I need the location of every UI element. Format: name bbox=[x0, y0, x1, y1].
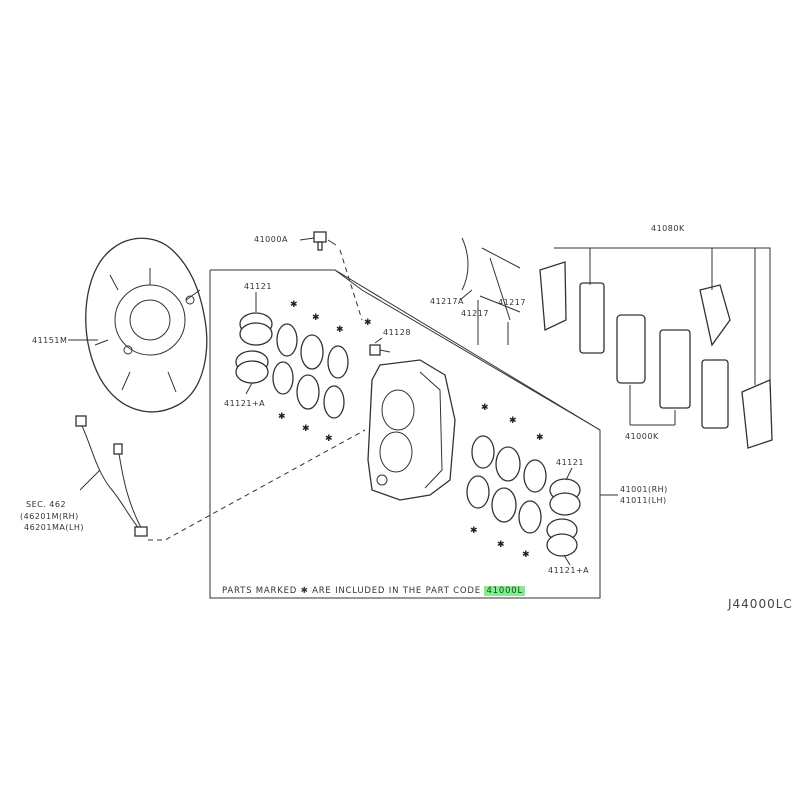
pistons-left bbox=[235, 292, 273, 395]
kit-marker: ✱ bbox=[481, 403, 490, 413]
label-41121A-right: 41121+A bbox=[548, 566, 590, 575]
label-46201M: (46201M(RH) bbox=[20, 512, 79, 521]
label-41128: 41128 bbox=[383, 328, 411, 337]
kit-marker: ✱ bbox=[325, 434, 334, 444]
caliper-body bbox=[367, 359, 456, 501]
seals-left bbox=[272, 323, 349, 419]
brake-pads bbox=[539, 247, 773, 449]
note-marker-icon: ✱ bbox=[300, 586, 309, 596]
note-prefix: PARTS MARKED bbox=[222, 586, 298, 596]
label-41011: 41011(LH) bbox=[620, 496, 667, 505]
diagram-code: J44000LC bbox=[728, 597, 793, 611]
pistons-right bbox=[546, 467, 581, 566]
bleeder-screw bbox=[369, 337, 391, 356]
pad-pins bbox=[334, 237, 601, 431]
highlighted-part-code: 41000L bbox=[484, 586, 526, 596]
kit-marker: ✱ bbox=[522, 550, 531, 560]
wear-sensor-harness bbox=[75, 415, 366, 541]
label-41217-b: 41217 bbox=[498, 298, 526, 307]
label-41121-right: 41121 bbox=[556, 458, 584, 467]
label-41121A-left: 41121+A bbox=[224, 399, 266, 408]
bolt-41000A bbox=[299, 231, 363, 321]
kit-marker: ✱ bbox=[302, 424, 311, 434]
seals-right bbox=[466, 435, 547, 534]
kit-marker: ✱ bbox=[536, 433, 545, 443]
kit-marker: ✱ bbox=[278, 412, 287, 422]
kit-marker: ✱ bbox=[509, 416, 518, 426]
note-suffix: ARE INCLUDED IN THE PART CODE bbox=[312, 586, 481, 596]
label-41080K: 41080K bbox=[651, 224, 685, 233]
label-41217A: 41217A bbox=[430, 297, 464, 306]
kit-marker: ✱ bbox=[364, 318, 373, 328]
kit-marker: ✱ bbox=[312, 313, 321, 323]
label-41151M: 41151M bbox=[32, 336, 68, 345]
splash-shield bbox=[68, 237, 208, 413]
kit-marker: ✱ bbox=[336, 325, 345, 335]
label-41121-top: 41121 bbox=[244, 282, 272, 291]
kit-marker: ✱ bbox=[470, 526, 479, 536]
label-41000K: 41000K bbox=[625, 432, 659, 441]
label-41217-a: 41217 bbox=[461, 309, 489, 318]
kit-marker: ✱ bbox=[497, 540, 506, 550]
kit-marker: ✱ bbox=[290, 300, 299, 310]
parts-note: PARTS MARKED ✱ ARE INCLUDED IN THE PART … bbox=[222, 586, 526, 596]
label-46201MA: 46201MA(LH) bbox=[24, 523, 85, 532]
label-41000A: 41000A bbox=[254, 235, 288, 244]
label-41001: 41001(RH) bbox=[620, 485, 668, 494]
label-sec-462: SEC. 462 bbox=[26, 500, 67, 509]
